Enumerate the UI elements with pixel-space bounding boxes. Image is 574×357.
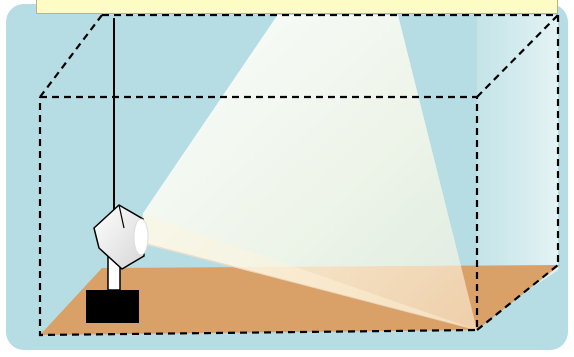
spotlight-lens [134,219,148,255]
caption-strip [36,0,558,14]
spotlight-base [86,290,139,323]
